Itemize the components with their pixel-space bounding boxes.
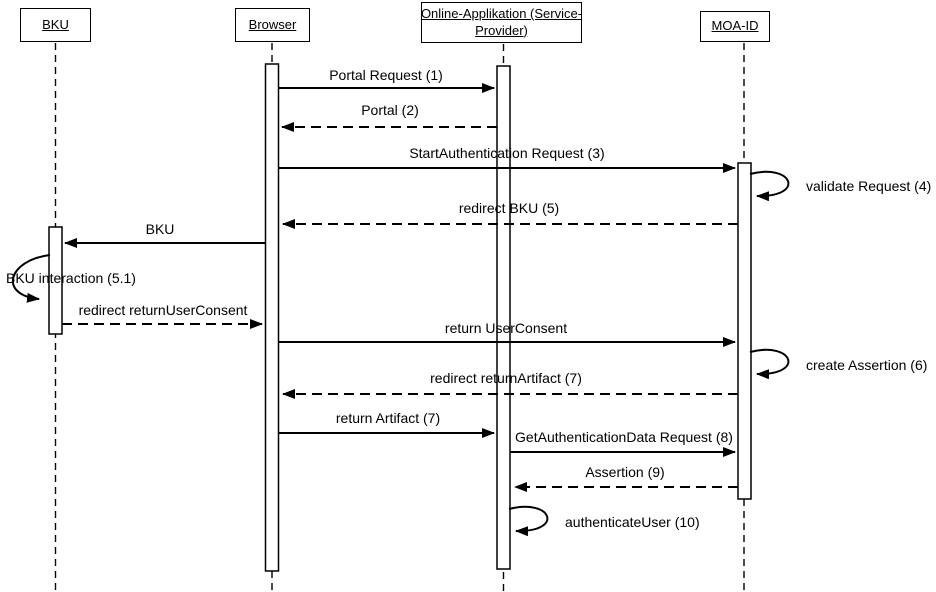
message-label-redirect-return-user-consent: redirect returnUserConsent <box>78 302 248 318</box>
message-label-portal-request: Portal Request (1) <box>329 67 443 83</box>
actor-box-bku: BKU <box>20 8 91 42</box>
message-label-redirect-bku: redirect BKU (5) <box>458 200 560 216</box>
message-label-validate-request: validate Request (4) <box>806 178 932 194</box>
actor-label-moa-id: MOA-ID <box>711 18 759 34</box>
actor-label-bku: BKU <box>42 16 69 32</box>
message-label-assertion: Assertion (9) <box>585 464 665 480</box>
activation-bar-moa-id <box>737 162 752 500</box>
message-label-bku-interaction: BKU interaction (5.1) <box>6 270 136 286</box>
self-loop-validate-request <box>749 170 790 202</box>
message-label-return-user-consent: return UserConsent <box>444 320 568 336</box>
actor-label-online-app-line1: Online-Applikation (Service- <box>420 6 583 22</box>
message-label-portal: Portal (2) <box>361 102 419 118</box>
message-label-create-assertion: create Assertion (6) <box>806 357 928 373</box>
actor-box-online-app: Online-Applikation (Service- Provider) <box>421 2 582 43</box>
self-loop-authenticate-user <box>508 505 549 537</box>
actor-box-browser: Browser <box>235 8 310 42</box>
actor-label-online-app-line2: Provider) <box>475 22 528 38</box>
activation-bar-online-app <box>496 65 511 570</box>
message-label-bku: BKU <box>145 221 175 237</box>
message-label-redirect-return-artifact: redirect returnArtifact (7) <box>430 370 582 386</box>
message-label-authenticate-user: authenticateUser (10) <box>565 514 700 530</box>
message-label-get-authentication-data-request: GetAuthenticationData Request (8) <box>515 429 733 445</box>
actor-box-moa-id: MOA-ID <box>700 11 770 42</box>
self-loop-create-assertion <box>749 348 790 380</box>
activation-bar-browser <box>264 63 280 572</box>
message-label-return-artifact: return Artifact (7) <box>335 410 441 426</box>
actor-label-browser: Browser <box>248 16 297 32</box>
self-loop-bku-interaction <box>11 254 51 303</box>
activation-bar-bku <box>48 226 63 335</box>
message-label-start-authentication-request: StartAuthentication Request (3) <box>409 145 605 161</box>
